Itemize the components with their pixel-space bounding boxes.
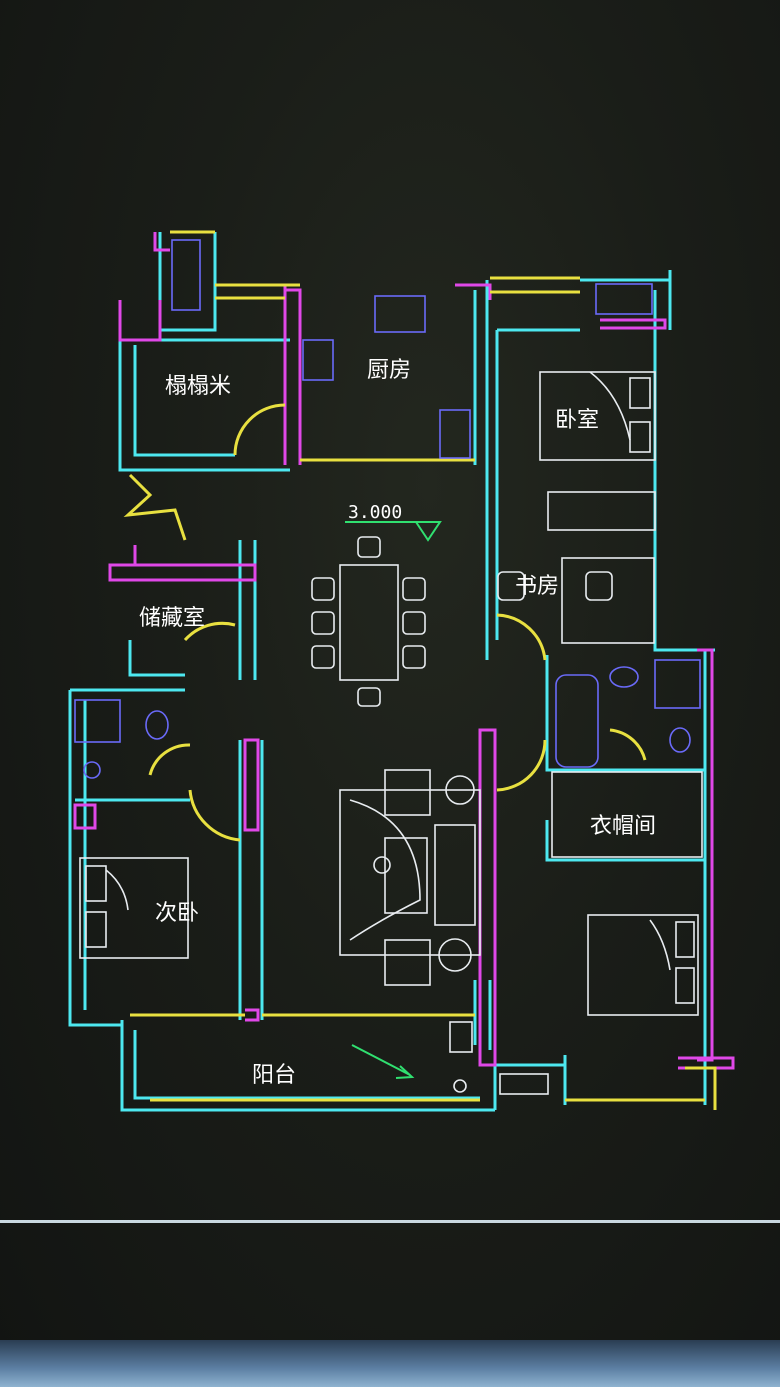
- study-desk: [497, 491, 656, 644]
- balcony-fixtures: [449, 1021, 549, 1095]
- elevation-marker-icon: [345, 521, 442, 542]
- toilet-icon: [669, 727, 691, 753]
- elevation-label: 3.000: [348, 502, 402, 523]
- room-label-storage: 储藏室: [139, 606, 205, 631]
- room-label-kitchen: 厨房: [367, 358, 411, 383]
- room-label-second-bedroom: 次卧: [155, 901, 199, 926]
- furniture: [79, 371, 703, 1095]
- viewport-divider: [0, 1220, 780, 1223]
- toilet-icon: [145, 710, 169, 740]
- bed-icon: [79, 857, 189, 959]
- north-arrow-icon: [351, 1044, 411, 1076]
- plumbing-fixtures: [74, 239, 701, 779]
- room-label-study: 书房: [515, 574, 559, 599]
- bed-icon: [539, 371, 656, 461]
- taskbar-strip: [0, 1340, 780, 1387]
- shower-icon: [595, 283, 653, 315]
- cyan-walls: [68, 232, 715, 1112]
- room-label-master-bedroom: 卧室: [555, 408, 599, 433]
- sink-icon: [374, 295, 426, 333]
- bed-icon: [587, 914, 699, 1016]
- dining-table-icon: [311, 536, 426, 707]
- stove-icon: [302, 339, 334, 381]
- room-label-cloakroom: 衣帽间: [590, 814, 656, 839]
- magenta-walls: [73, 232, 735, 1070]
- room-label-tatami: 榻榻米: [165, 374, 231, 399]
- sofa-set-icon: [339, 769, 481, 986]
- bathtub-icon: [555, 674, 599, 768]
- shower-icon: [654, 659, 701, 709]
- yellow-walls: [123, 230, 717, 1110]
- cloakroom-wardrobe: [551, 771, 703, 858]
- room-label-balcony: 阳台: [252, 1063, 296, 1088]
